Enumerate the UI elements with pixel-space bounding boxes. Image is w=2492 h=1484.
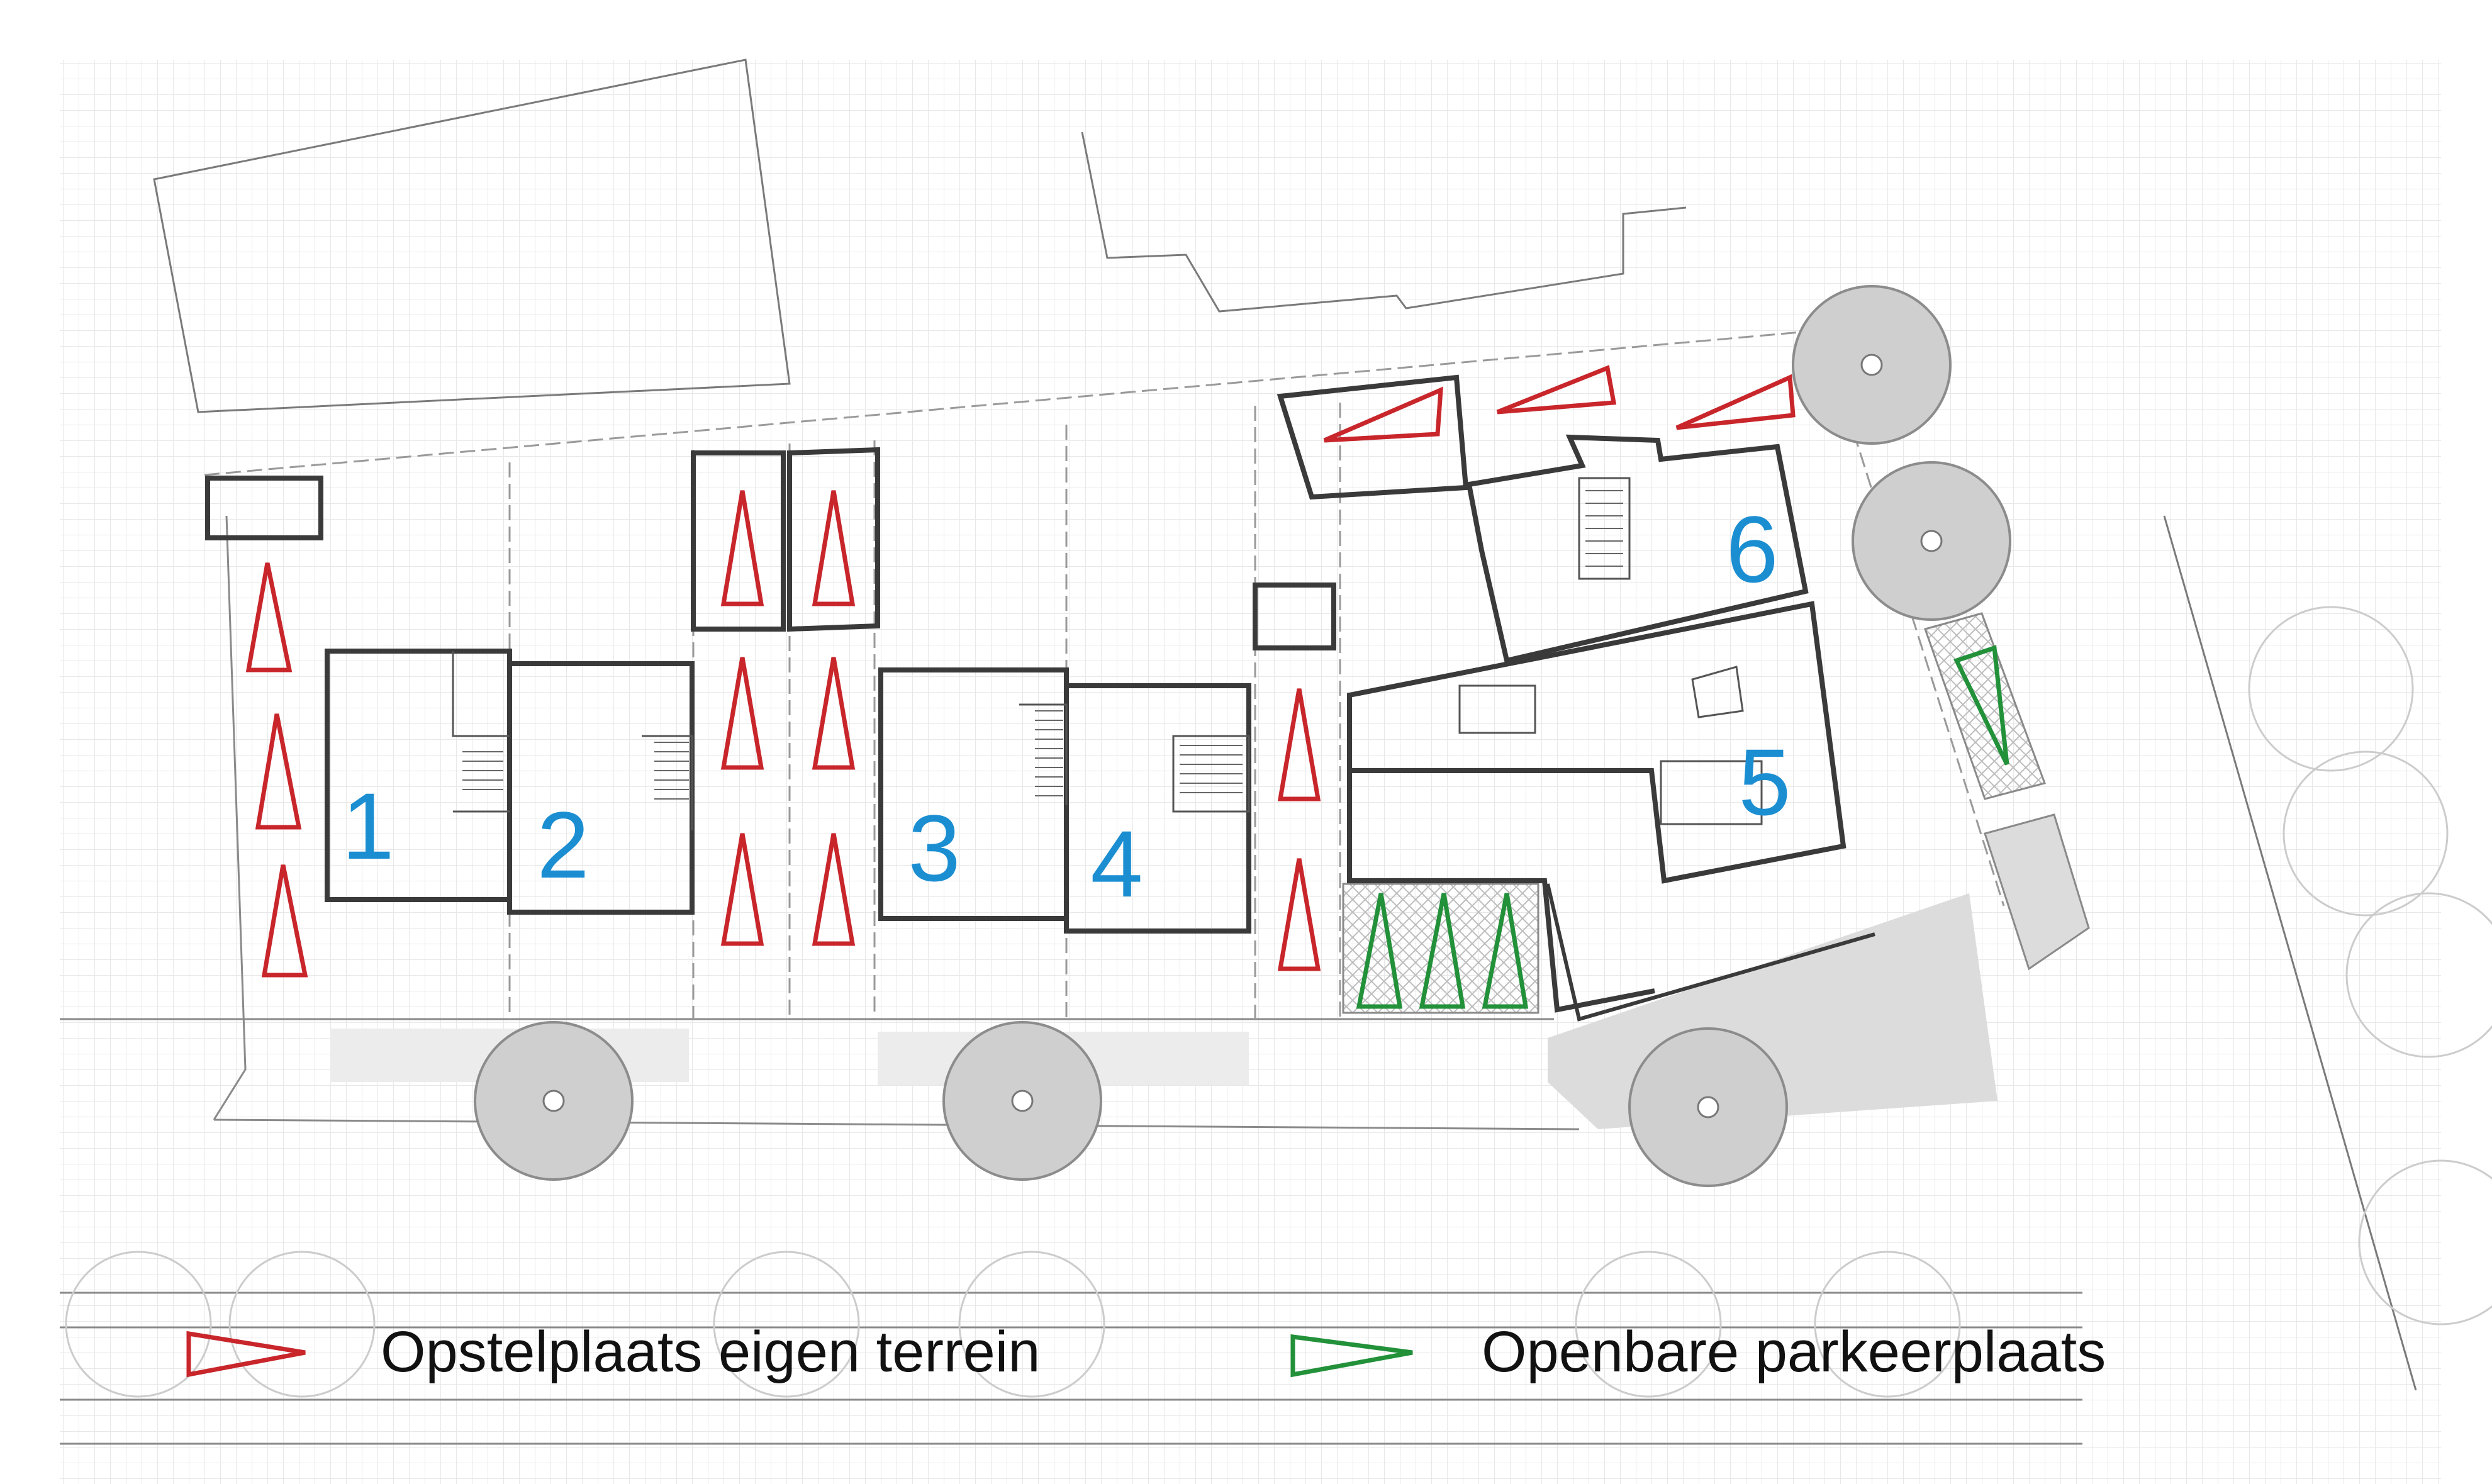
private-parking-marker [720, 657, 764, 770]
house-number-2: 2 [537, 792, 589, 898]
private-parking-marker [1277, 688, 1321, 801]
private-parking-marker [1675, 374, 1796, 430]
house-number-1: 1 [342, 773, 394, 879]
private-parking-marker [1277, 858, 1321, 971]
private-parking-marker [245, 562, 293, 672]
public-parking-markers [1356, 645, 2009, 1009]
context-buildings [153, 59, 2417, 1391]
houses [205, 374, 1875, 1022]
private-parking-markers [245, 365, 1796, 978]
public-parking-marker [1356, 893, 1403, 1009]
trees [65, 285, 2492, 1398]
private-parking-marker [1496, 365, 1617, 415]
private-parking-marker [255, 713, 302, 830]
house-number-6: 6 [1726, 496, 1778, 602]
legend: Opstelplaats eigen terrein Openbare park… [186, 1320, 2106, 1384]
house-number-labels: 1 2 3 4 5 6 [342, 496, 1791, 917]
private-parking-marker [720, 833, 764, 946]
private-parking-marker [261, 864, 308, 978]
private-parking-marker [812, 490, 856, 606]
interior-details [452, 477, 1763, 830]
house-number-3: 3 [908, 795, 960, 901]
private-parking-marker [1323, 386, 1443, 443]
house-number-5: 5 [1738, 729, 1791, 835]
private-parking-marker [812, 833, 856, 946]
legend-private-label: Opstelplaats eigen terrein [381, 1320, 1040, 1384]
legend-public-label: Openbare parkeerplaats [1482, 1320, 2106, 1384]
public-parking-marker [1953, 645, 2009, 766]
house-number-4: 4 [1090, 811, 1143, 917]
public-parking-marker [1419, 893, 1466, 1009]
private-parking-marker [720, 490, 764, 606]
public-parking-marker [1482, 893, 1529, 1009]
legend-public-marker [1290, 1334, 1413, 1378]
private-parking-marker [812, 657, 856, 770]
legend-private-marker [186, 1331, 306, 1378]
